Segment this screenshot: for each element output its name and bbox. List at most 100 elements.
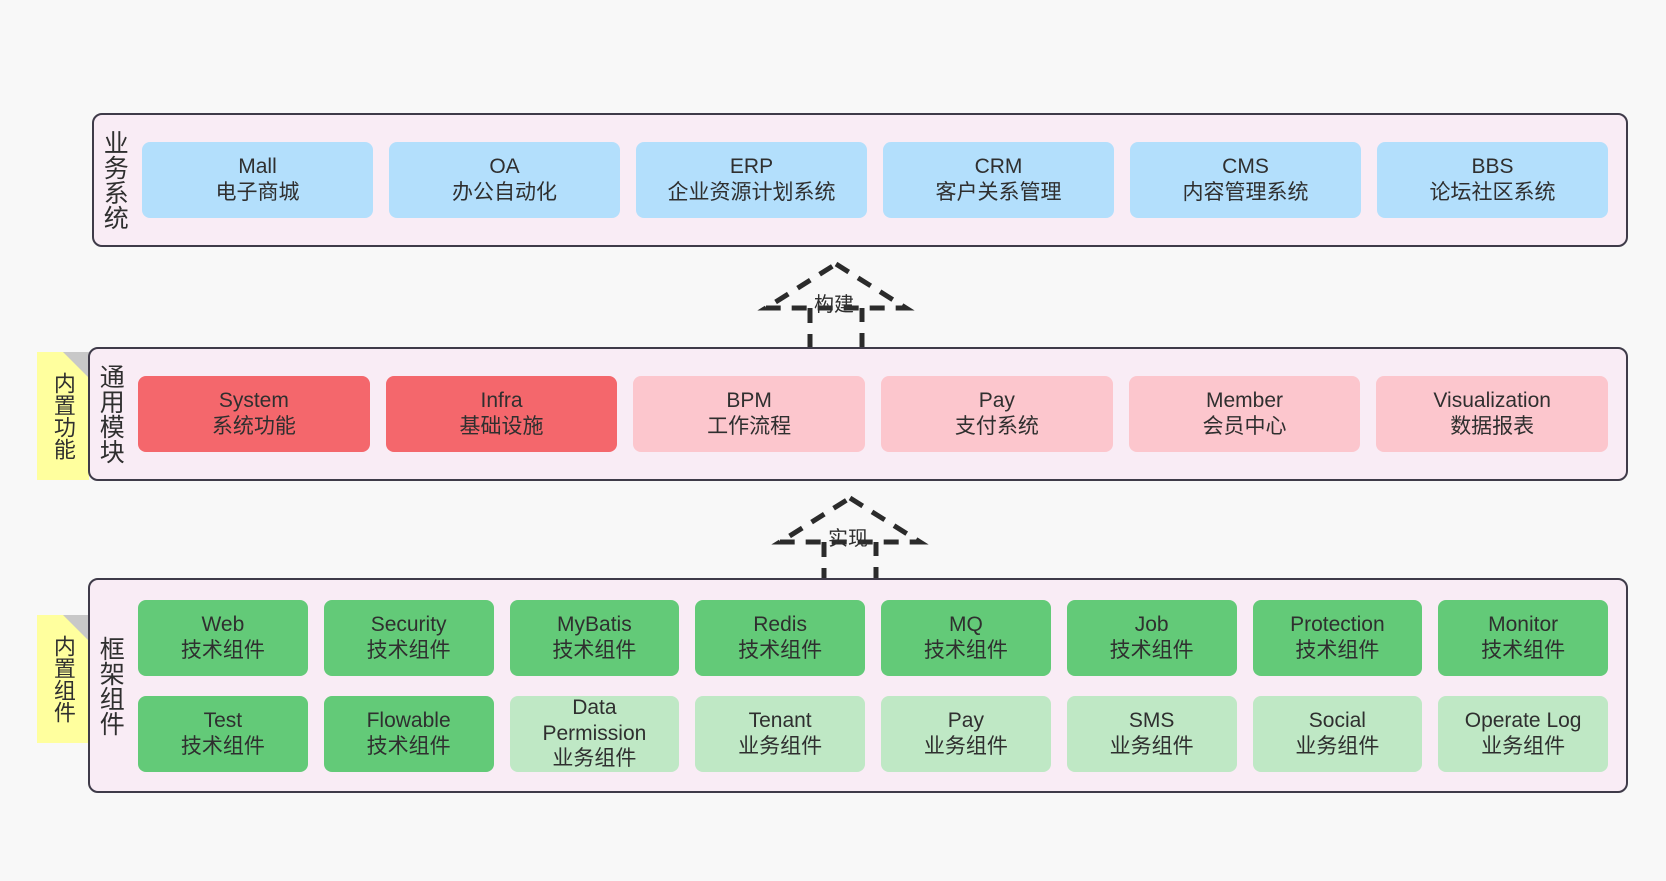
tile-cms[interactable]: CMS 内容管理系统 (1130, 142, 1361, 218)
layer-framework-component-body: Web 技术组件 Security 技术组件 MyBatis 技术组件 Redi… (130, 580, 1626, 791)
note-builtin-feature: 内置功能 (37, 352, 89, 480)
tile-test[interactable]: Test 技术组件 (138, 695, 308, 772)
tile-title: Monitor (1488, 612, 1559, 636)
tile-security[interactable]: Security 技术组件 (323, 599, 494, 676)
tile-subtitle: 业务组件 (738, 734, 823, 758)
tile-subtitle: 技术组件 (923, 638, 1008, 662)
tile-subtitle: 业务组件 (923, 734, 1008, 758)
tile-title: ERP (729, 155, 774, 179)
tile-subtitle: 业务组件 (1295, 734, 1380, 758)
tile-subtitle: 业务组件 (552, 747, 637, 771)
note-label: 内置功能 (50, 372, 76, 460)
tile-member[interactable]: Member 会员中心 (1128, 376, 1361, 452)
tile-subtitle: 内容管理系统 (1182, 181, 1309, 204)
tile-subtitle: 客户关系管理 (935, 181, 1062, 204)
tile-title: CRM (974, 155, 1023, 179)
tile-data-permission[interactable]: Data Permission 业务组件 (509, 695, 680, 772)
connector-build: 构建 (756, 258, 916, 358)
tile-row: System 系统功能 Infra 基础设施 BPM 工作流程 Pay 支付系统… (138, 376, 1609, 452)
tile-title: Infra (480, 389, 523, 413)
tile-mq[interactable]: MQ 技术组件 (881, 599, 1051, 676)
tile-title: Web (201, 612, 245, 636)
tile-visualization[interactable]: Visualization 数据报表 (1376, 376, 1609, 452)
tile-subtitle: 业务组件 (1109, 734, 1194, 758)
tile-subtitle: 业务组件 (1481, 734, 1566, 758)
tile-title: Flowable (366, 708, 451, 732)
layer-business-system: 业务系统 Mall 电子商城 OA 办公自动化 ERP 企业资源计划系统 CRM… (92, 113, 1628, 247)
tile-subtitle: 技术组件 (1295, 638, 1380, 662)
tile-oa[interactable]: OA 办公自动化 (389, 142, 620, 218)
tile-title: Job (1134, 612, 1169, 636)
tile-title: Test (203, 708, 243, 732)
tile-title: Operate Log (1464, 708, 1582, 732)
tile-monitor[interactable]: Monitor 技术组件 (1438, 599, 1608, 676)
tile-pay-business[interactable]: Pay 业务组件 (881, 695, 1051, 772)
tile-subtitle: 基础设施 (459, 415, 544, 438)
tile-web[interactable]: Web 技术组件 (138, 599, 308, 676)
tile-row: Web 技术组件 Security 技术组件 MyBatis 技术组件 Redi… (138, 599, 1608, 676)
tile-pay[interactable]: Pay 支付系统 (881, 376, 1113, 452)
layer-framework-component-caption: 框架组件 (96, 635, 125, 736)
tile-redis[interactable]: Redis 技术组件 (695, 599, 865, 676)
tile-title: SMS (1128, 708, 1175, 732)
tile-flowable[interactable]: Flowable 技术组件 (323, 695, 494, 772)
connector-implement-label: 实现 (828, 528, 868, 550)
tile-title: Pay (947, 708, 984, 732)
tile-title-second-line: Permission (542, 721, 647, 745)
tile-bpm[interactable]: BPM 工作流程 (633, 376, 866, 452)
tile-subtitle: 支付系统 (954, 415, 1039, 438)
tile-title: System (218, 389, 289, 413)
tile-subtitle: 技术组件 (1481, 638, 1566, 662)
tile-social[interactable]: Social 业务组件 (1252, 695, 1423, 772)
tile-subtitle: 技术组件 (366, 638, 451, 662)
tile-operate-log[interactable]: Operate Log 业务组件 (1438, 695, 1608, 772)
tile-job[interactable]: Job 技术组件 (1066, 599, 1237, 676)
tile-subtitle: 技术组件 (1109, 638, 1194, 662)
dashed-generalization-arrow-icon (771, 495, 929, 591)
tile-mall[interactable]: Mall 电子商城 (142, 142, 373, 218)
connector-implement: 实现 (770, 492, 930, 592)
tile-subtitle: 办公自动化 (452, 181, 557, 204)
tile-subtitle: 会员中心 (1202, 415, 1287, 438)
layer-common-module-caption: 通用模块 (96, 364, 125, 464)
tile-subtitle: 数据报表 (1450, 415, 1535, 438)
layer-common-module: 通用模块 System 系统功能 Infra 基础设施 BPM 工作流程 Pay… (88, 347, 1628, 481)
tile-subtitle: 技术组件 (180, 734, 265, 758)
tile-row: Test 技术组件 Flowable 技术组件 Data Permission … (138, 695, 1608, 772)
tile-title: Redis (753, 612, 807, 636)
tile-protection[interactable]: Protection 技术组件 (1252, 599, 1423, 676)
note-label: 内置组件 (50, 635, 76, 723)
layer-common-module-body: System 系统功能 Infra 基础设施 BPM 工作流程 Pay 支付系统… (130, 349, 1626, 479)
dashed-generalization-arrow-icon (757, 261, 915, 357)
tile-title: Pay (978, 389, 1015, 413)
tile-mybatis[interactable]: MyBatis 技术组件 (509, 599, 680, 676)
tile-title: Social (1308, 708, 1366, 732)
note-builtin-component: 内置组件 (37, 615, 89, 743)
tile-subtitle: 电子商城 (215, 181, 300, 204)
tile-title: Security (370, 612, 447, 636)
tile-subtitle: 工作流程 (707, 415, 792, 438)
tile-bbs[interactable]: BBS 论坛社区系统 (1377, 142, 1608, 218)
tile-title: Protection (1290, 612, 1385, 636)
tile-title: Data (572, 696, 617, 720)
tile-sms[interactable]: SMS 业务组件 (1066, 695, 1237, 772)
tile-infra[interactable]: Infra 基础设施 (385, 376, 618, 452)
connector-build-label: 构建 (814, 294, 854, 316)
layer-framework-component: 框架组件 Web 技术组件 Security 技术组件 MyBatis 技术组件… (88, 578, 1628, 793)
tile-subtitle: 技术组件 (180, 638, 265, 662)
tile-subtitle: 技术组件 (738, 638, 823, 662)
tile-crm[interactable]: CRM 客户关系管理 (883, 142, 1114, 218)
tile-subtitle: 企业资源计划系统 (667, 181, 836, 204)
tile-title: Member (1206, 389, 1284, 413)
tile-title: Tenant (748, 708, 812, 732)
tile-title: OA (489, 155, 520, 179)
tile-subtitle: 论坛社区系统 (1429, 181, 1556, 204)
tile-subtitle: 技术组件 (366, 734, 451, 758)
tile-tenant[interactable]: Tenant 业务组件 (695, 695, 865, 772)
tile-row: Mall 电子商城 OA 办公自动化 ERP 企业资源计划系统 CRM 客户关系… (142, 142, 1608, 218)
tile-subtitle: 技术组件 (552, 638, 637, 662)
tile-system[interactable]: System 系统功能 (138, 376, 370, 452)
tile-erp[interactable]: ERP 企业资源计划系统 (636, 142, 867, 218)
tile-title: Mall (238, 155, 277, 179)
layer-business-system-caption: 业务系统 (100, 130, 129, 230)
